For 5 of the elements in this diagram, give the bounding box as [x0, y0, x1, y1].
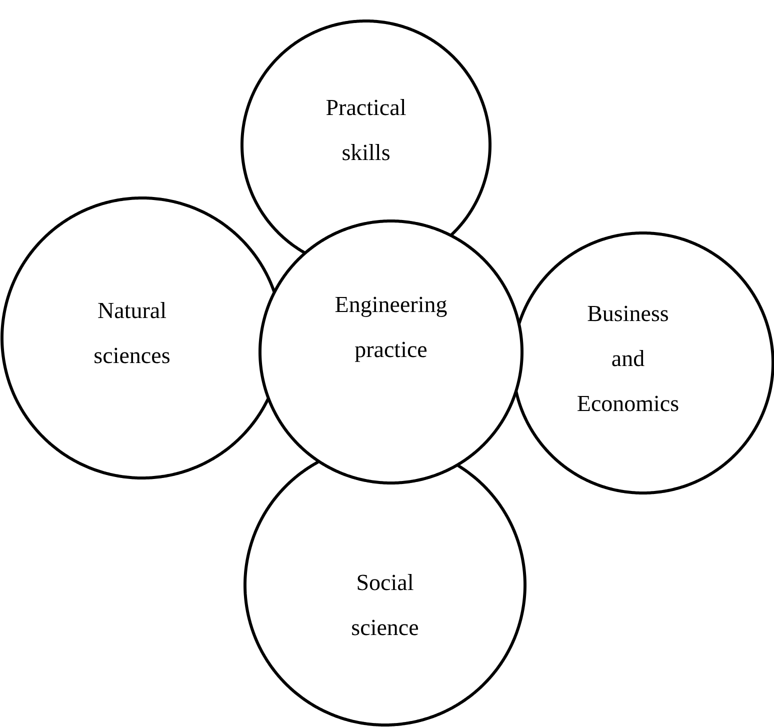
topic-label: Business and Economics	[576, 300, 680, 418]
topic-label: Engineering practice	[334, 291, 448, 364]
topic-label: Practical skills	[324, 94, 408, 167]
topic-label: Social science	[350, 569, 420, 642]
topic-label: Natural sciences	[92, 297, 172, 370]
